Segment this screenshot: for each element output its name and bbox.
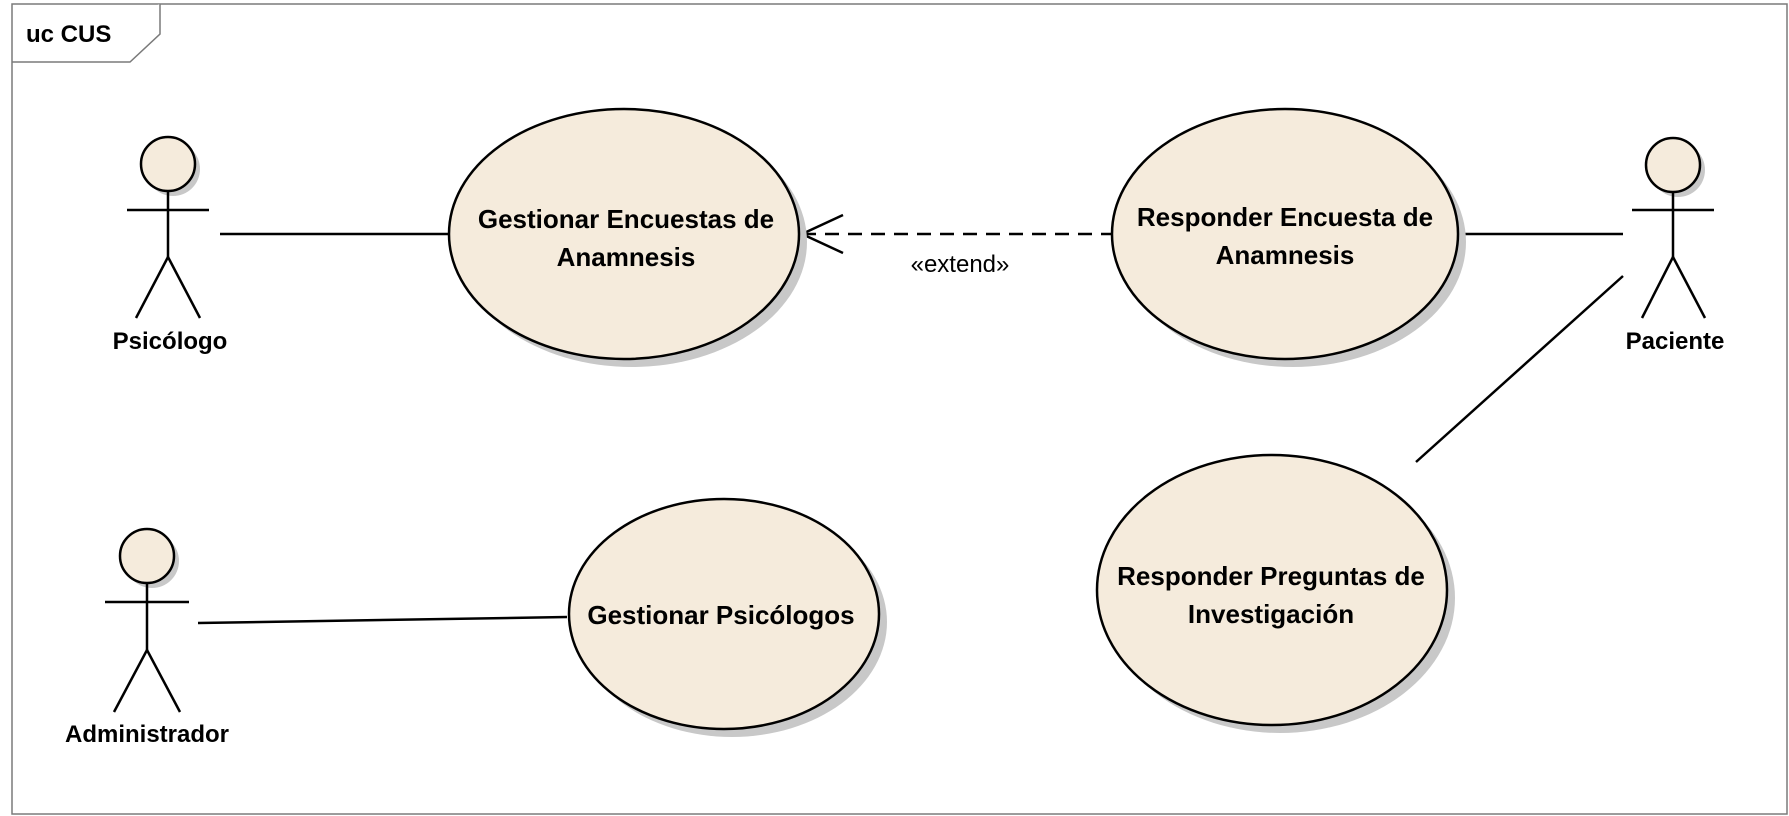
- use-case-responder-preguntas[interactable]: Responder Preguntas de Investigación: [1095, 453, 1455, 733]
- use-case-label-line1: Gestionar Psicólogos: [587, 600, 854, 630]
- use-case-gestionar-encuestas[interactable]: Gestionar Encuestas de Anamnesis: [447, 107, 807, 367]
- association-administrador-gestionar-psicologos: [197, 615, 568, 625]
- actor-paciente[interactable]: Paciente: [1626, 136, 1725, 355]
- use-case-label-line1: Responder Preguntas de: [1117, 561, 1425, 591]
- actor-administrador[interactable]: Administrador: [65, 527, 229, 748]
- use-case-label-line1: Responder Encuesta de: [1137, 202, 1433, 232]
- actor-label: Administrador: [65, 721, 229, 748]
- use-case-label-line2: Anamnesis: [1216, 240, 1355, 270]
- extend-dependency: «extend»: [799, 213, 1112, 278]
- actor-psicologo[interactable]: Psicólogo: [113, 135, 228, 355]
- use-case-label-line1: Gestionar Encuestas de: [478, 204, 774, 234]
- diagram-frame: uc CUS: [11, 3, 1788, 815]
- actor-label: Paciente: [1626, 328, 1725, 355]
- use-case-label-line2: Anamnesis: [557, 242, 696, 272]
- association-responder-preguntas-paciente: [1415, 275, 1624, 463]
- actor-label: Psicólogo: [113, 328, 228, 355]
- use-case-responder-encuesta[interactable]: Responder Encuesta de Anamnesis: [1110, 107, 1466, 367]
- use-case-label-line2: Investigación: [1188, 599, 1354, 629]
- extend-stereotype-label: «extend»: [911, 251, 1010, 278]
- frame-label: uc CUS: [26, 21, 111, 48]
- use-case-gestionar-psicologos[interactable]: Gestionar Psicólogos: [567, 497, 887, 737]
- associations: [197, 232, 1624, 625]
